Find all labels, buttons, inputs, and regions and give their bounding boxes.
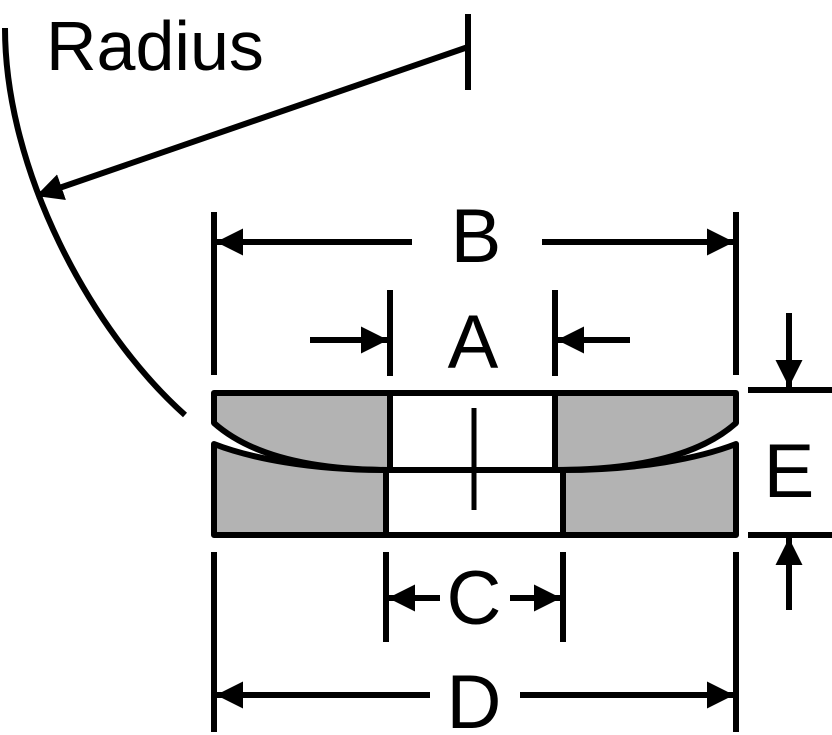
bottom-piece-right	[560, 441, 739, 538]
dim-c-label: C	[447, 556, 502, 641]
dim-a-label: A	[448, 300, 499, 385]
radius-label: Radius	[46, 7, 264, 85]
dim-b-label: B	[451, 194, 502, 279]
radius-leader-arrow	[35, 44, 469, 200]
dim-d-label: D	[447, 660, 502, 735]
radius-arc	[2, 27, 188, 418]
dim-e-label: E	[764, 429, 815, 514]
